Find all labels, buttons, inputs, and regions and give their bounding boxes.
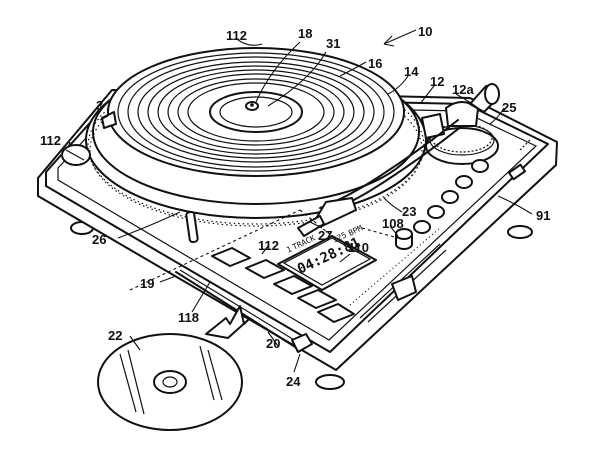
ref-12: 12 [430, 74, 444, 89]
ref-31: 31 [326, 36, 340, 51]
ref-12a: 12a [452, 82, 474, 97]
corner-button [61, 111, 117, 166]
ref-23: 23 [402, 204, 416, 219]
rotary-knob [395, 228, 413, 250]
insert-arrow [205, 305, 249, 339]
transport-buttons [185, 210, 355, 323]
leader-lines [67, 29, 533, 373]
compact-disc [97, 333, 243, 431]
ref-16: 16 [368, 56, 382, 71]
ref-112-left: 112 [40, 133, 61, 148]
ref-10: 10 [418, 24, 432, 39]
ref-22: 22 [108, 328, 122, 343]
ref-27: 27 [318, 228, 332, 243]
vinyl-record [107, 47, 405, 177]
ref-118: 118 [178, 310, 199, 325]
ref-25: 25 [502, 100, 516, 115]
ref-110: 110 [348, 240, 369, 255]
reference-numerals: 10 112 18 31 16 14 12 12a 3 112 25 23 10… [40, 24, 550, 389]
ref-14: 14 [404, 64, 419, 79]
ref-19: 19 [140, 276, 154, 291]
ref-24: 24 [286, 374, 301, 389]
ref-108: 108 [382, 216, 404, 231]
ref-112-mid: 112 [258, 238, 279, 253]
control-button-column [413, 139, 531, 234]
ref-3: 3 [96, 98, 103, 113]
ref-18: 18 [298, 26, 312, 41]
ref-20: 20 [266, 336, 280, 351]
ref-112-top: 112 [226, 28, 247, 43]
pitch-fader [349, 227, 447, 323]
lcd-track-number: 1 [285, 245, 293, 255]
ref-26: 26 [92, 232, 106, 247]
ref-91: 91 [536, 208, 550, 223]
tonearm-assembly [297, 83, 500, 237]
